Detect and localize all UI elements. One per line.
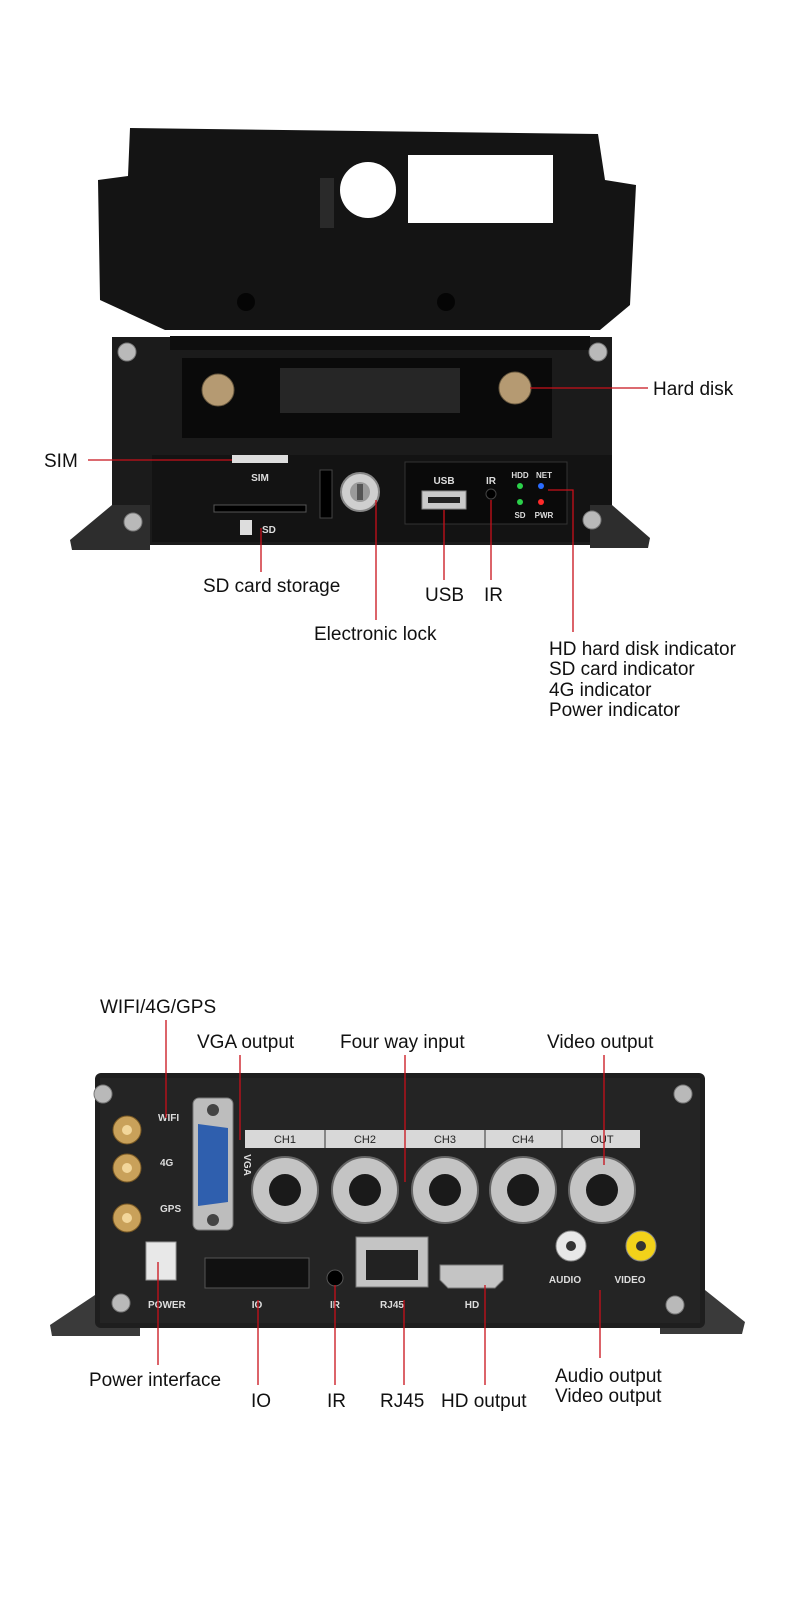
callout-four-way-input: Four way input [340,1032,465,1053]
callout-power-interface: Power interface [89,1370,221,1391]
sd-print: SD [262,525,276,536]
rear-leader-lines [157,1020,605,1385]
gps-print: GPS [160,1204,181,1215]
callout-ir: IR [484,585,503,606]
vga-print: VGA [241,1154,252,1176]
pwr-print: PWR [535,511,554,520]
aviation-connectors [251,1156,636,1224]
hdd-led [517,483,523,489]
callout-vga-output: VGA output [197,1032,295,1053]
callout-sd-indicator: SD card indicator [549,659,695,680]
net-led [538,483,544,489]
hdd-screw-right [498,371,532,405]
sd-led [517,499,523,505]
mounting-bracket [98,128,636,330]
hdd-screw-left [201,373,235,407]
ir-print: IR [486,476,497,487]
ch3-print: CH3 [434,1134,456,1146]
rear-device: WIFI 4G GPS VGA CH1 CH2 CH3 CH4 OUT [50,1073,745,1336]
callout-video-output: Video output [547,1032,654,1053]
callout-sd-storage: SD card storage [203,576,340,597]
callout-power-indicator: Power indicator [549,700,681,721]
audio-print: AUDIO [549,1275,581,1286]
sim-slot[interactable] [232,455,288,463]
callout-ir-rear: IR [327,1391,346,1412]
front-leader-lines [88,387,648,632]
rj45-print: RJ45 [380,1300,404,1311]
channel-strip [245,1130,640,1148]
wifi-print: WIFI [158,1113,179,1124]
ir-receiver [485,488,497,500]
callout-4g-indicator: 4G indicator [549,680,652,701]
callout-hdd-indicator: HD hard disk indicator [549,639,737,660]
power-port[interactable] [145,1241,177,1281]
sd-led-print: SD [514,511,525,520]
usb-print: USB [433,476,454,487]
ch2-print: CH2 [354,1134,376,1146]
power-print: POWER [148,1300,187,1311]
front-device: SIM SD USB IR HDD NET SD PWR [70,128,650,550]
io-port[interactable] [204,1257,310,1289]
4g-print: 4G [160,1158,174,1169]
video-print: VIDEO [614,1275,645,1286]
io-print: IO [252,1300,263,1311]
ch4-print: CH4 [512,1134,534,1146]
ch1-print: CH1 [274,1134,296,1146]
callout-video-output-av: Video output [555,1386,662,1407]
callout-electronic-lock: Electronic lock [314,624,437,645]
net-print: NET [536,471,552,480]
pwr-led [538,499,544,505]
sim-print: SIM [251,473,269,484]
callout-rj45: RJ45 [380,1391,424,1412]
hdd-print: HDD [511,471,529,480]
out-print: OUT [590,1134,614,1146]
foot-right [590,505,650,548]
callout-antennas: WIFI/4G/GPS [100,997,216,1018]
bracket-hole [340,162,396,218]
callout-sim: SIM [44,451,78,472]
hdmi-port[interactable] [439,1264,504,1289]
callout-usb: USB [425,585,464,606]
bracket-window [408,155,553,223]
callout-audio-output: Audio output [555,1366,662,1387]
callout-hd-output: HD output [441,1391,527,1412]
callout-hard-disk: Hard disk [653,379,734,400]
sd-slot[interactable] [213,504,307,513]
vga-port[interactable] [198,1124,228,1206]
hd-print: HD [465,1300,479,1311]
ir-jack[interactable] [326,1269,344,1287]
callout-io: IO [251,1391,271,1412]
